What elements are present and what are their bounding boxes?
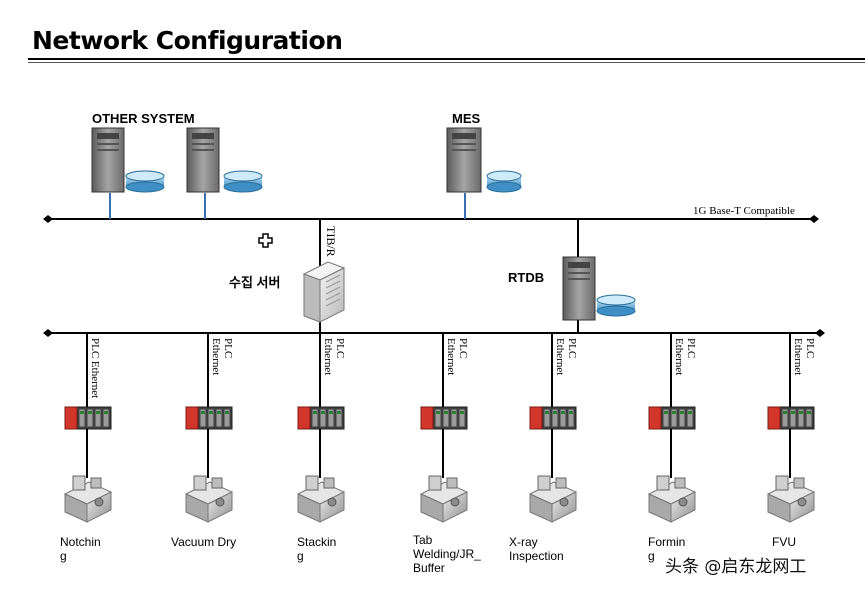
rtdb-server <box>562 219 636 333</box>
plc-ethernet-label: PLC Ethernet <box>554 338 578 376</box>
plc-ethernet-label: PLC Ethernet <box>322 338 346 376</box>
plc-ethernet-label: PLC Ethernet <box>792 338 816 376</box>
bus-spec-label: 1G Base-T Compatible <box>693 205 795 217</box>
plc-rack <box>64 406 112 430</box>
production-machine <box>184 475 234 523</box>
plc-rack <box>648 406 696 430</box>
plc-rack <box>420 406 468 430</box>
title-underline-thin <box>28 62 865 63</box>
station-label: FVU <box>772 535 796 549</box>
station-6 <box>647 333 697 523</box>
plc-ethernet-label: PLC Ethernet <box>445 338 469 376</box>
other-system-label: OTHER SYSTEM <box>92 111 195 126</box>
plc-rack <box>529 406 577 430</box>
other-system-server-2 <box>186 127 263 219</box>
plc-ethernet-label: PLC Ethernet <box>89 338 101 399</box>
plc-ethernet-label: PLC Ethernet <box>210 338 234 376</box>
production-machine <box>296 475 346 523</box>
station-3 <box>296 333 346 523</box>
plc-ethernet-label: PLC Ethernet <box>673 338 697 376</box>
collection-server <box>302 261 346 323</box>
station-label: Tab Welding/JR_ Buffer <box>413 533 481 575</box>
tib-label: TIB/R <box>324 226 338 257</box>
station-label: Formin g <box>648 535 686 563</box>
rtdb-label: RTDB <box>508 270 545 285</box>
station-2 <box>184 333 234 523</box>
station-7 <box>766 333 816 523</box>
mes-label: MES <box>452 111 481 126</box>
stations <box>63 333 816 523</box>
backbone-bus <box>43 215 819 223</box>
title-underline <box>28 58 865 60</box>
plc-rack <box>767 406 815 430</box>
station-4 <box>419 333 469 523</box>
watermark: 头条 @启东龙网工 <box>665 557 807 577</box>
station-label: Vacuum Dry <box>171 535 237 549</box>
collection-server-label: 수집 서버 <box>229 275 281 290</box>
production-machine <box>647 475 697 523</box>
production-machine <box>419 475 469 523</box>
production-machine <box>63 475 113 523</box>
other-system-server-1 <box>91 127 165 219</box>
station-label: Notchin g <box>60 535 101 563</box>
station-label: Stackin g <box>297 535 337 563</box>
station-1 <box>63 333 113 523</box>
production-machine <box>766 475 816 523</box>
plc-rack <box>185 406 233 430</box>
station-5 <box>528 333 578 523</box>
plc-bus <box>43 329 825 337</box>
station-label: X-ray Inspection <box>509 535 564 563</box>
plus-icon <box>258 233 273 248</box>
plc-rack <box>297 406 345 430</box>
production-machine <box>528 475 578 523</box>
page-title: Network Configuration <box>32 26 343 55</box>
mes-server <box>446 127 522 219</box>
